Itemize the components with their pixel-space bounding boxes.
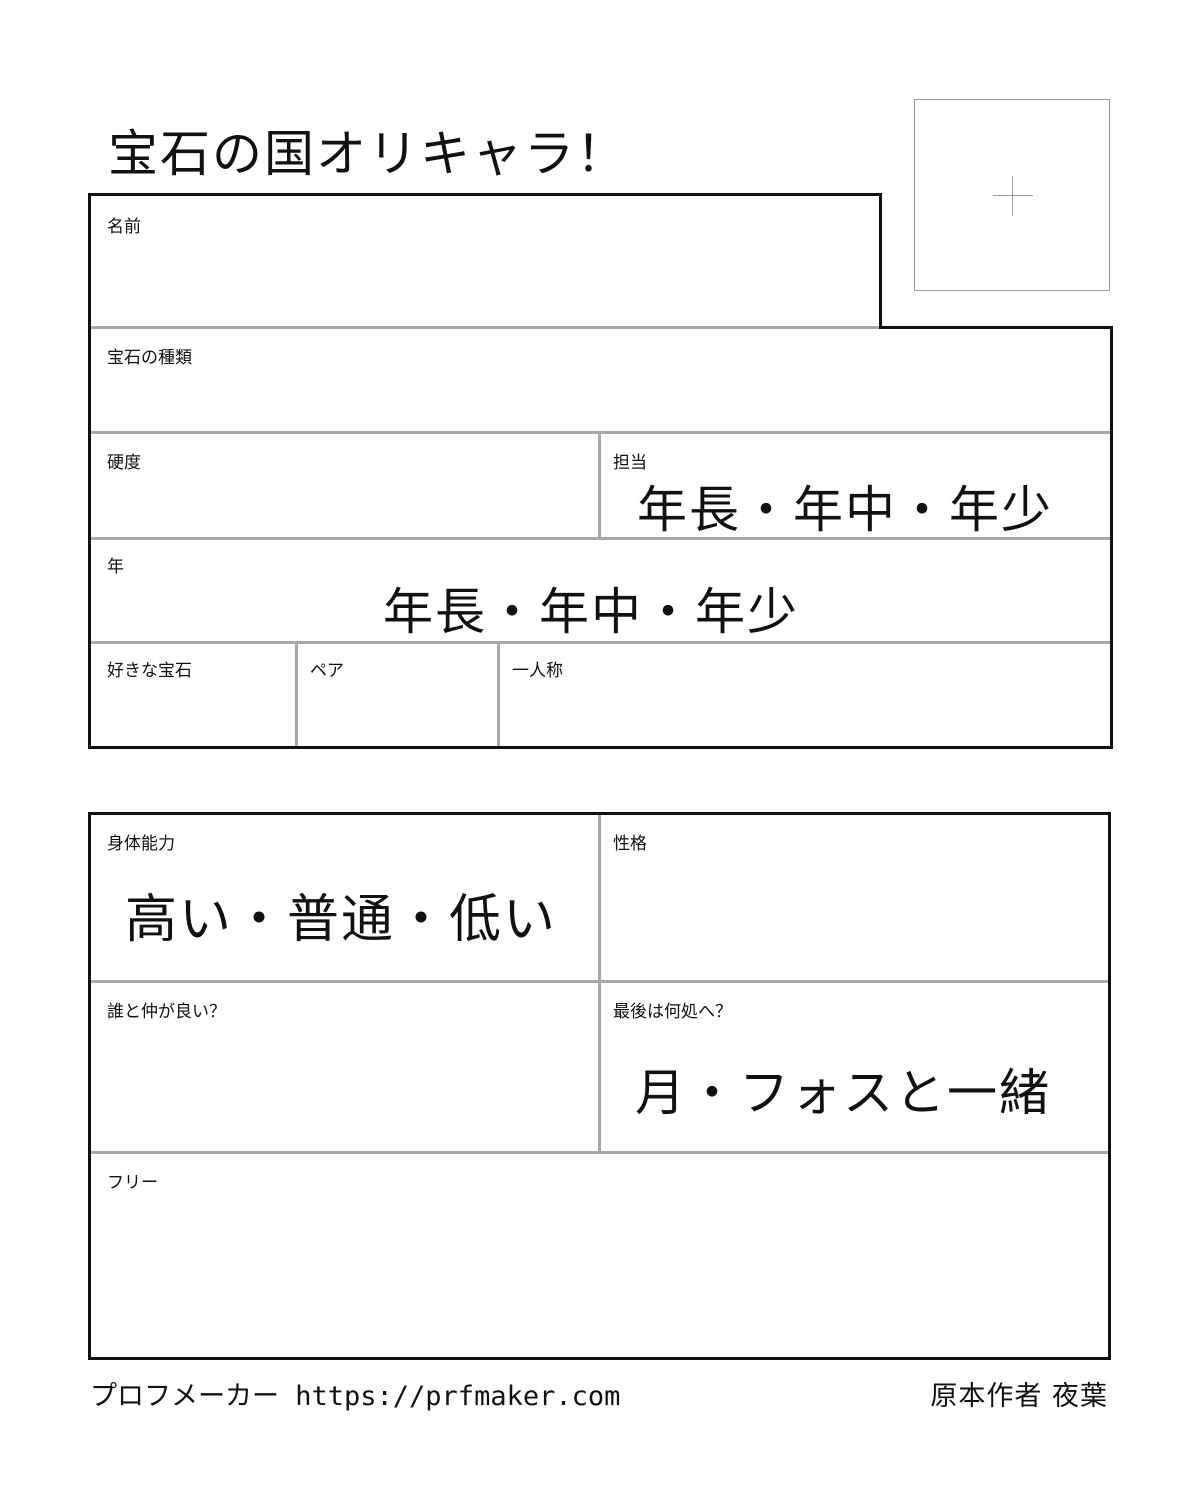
plus-icon <box>993 176 1033 216</box>
gem-type-field[interactable]: 宝石の種類 <box>91 329 1110 431</box>
favorite-gem-label: 好きな宝石 <box>107 661 192 681</box>
gem-type-label: 宝石の種類 <box>107 348 192 368</box>
ending-label: 最後は何処へ？ <box>613 1002 732 1022</box>
maker-credit: プロフメーカー https://prfmaker.com <box>90 1381 621 1412</box>
age-field[interactable]: 年 年長・年中・年少 <box>91 540 1110 641</box>
pronoun-label: 一人称 <box>512 661 563 681</box>
free-field[interactable]: フリー <box>91 1154 1108 1357</box>
personality-field[interactable]: 性格 <box>601 815 1108 980</box>
age-label: 年 <box>107 557 124 577</box>
physical-ability-field[interactable]: 身体能力 高い・普通・低い <box>91 815 598 980</box>
role-field[interactable]: 担当 年長・年中・年少 <box>601 434 1110 539</box>
hardness-field[interactable]: 硬度 <box>91 434 598 537</box>
ending-field[interactable]: 最後は何処へ？ 月・フォスと一緒 <box>601 983 1108 1151</box>
physical-ability-label: 身体能力 <box>107 834 175 854</box>
age-options[interactable]: 年長・年中・年少 <box>383 583 799 641</box>
physical-ability-options[interactable]: 高い・普通・低い <box>125 890 558 950</box>
role-label: 担当 <box>613 453 647 473</box>
page-title: 宝石の国オリキャラ！ <box>108 125 628 183</box>
free-label: フリー <box>107 1173 158 1193</box>
hardness-label: 硬度 <box>107 453 141 473</box>
name-label: 名前 <box>107 217 141 237</box>
pair-field[interactable]: ペア <box>298 644 497 746</box>
role-options[interactable]: 年長・年中・年少 <box>637 481 1053 539</box>
ending-options[interactable]: 月・フォスと一緒 <box>635 1064 1051 1122</box>
name-field[interactable]: 名前 <box>91 196 879 326</box>
pronoun-field[interactable]: 一人称 <box>500 644 1110 746</box>
pair-label: ペア <box>310 661 344 681</box>
favorite-gem-field[interactable]: 好きな宝石 <box>91 644 295 746</box>
friends-field[interactable]: 誰と仲が良い？ <box>91 983 598 1151</box>
author-credit: 原本作者 夜葉 <box>930 1381 1108 1412</box>
friends-label: 誰と仲が良い？ <box>107 1002 226 1022</box>
personality-label: 性格 <box>613 834 647 854</box>
image-upload-slot[interactable] <box>914 99 1110 291</box>
